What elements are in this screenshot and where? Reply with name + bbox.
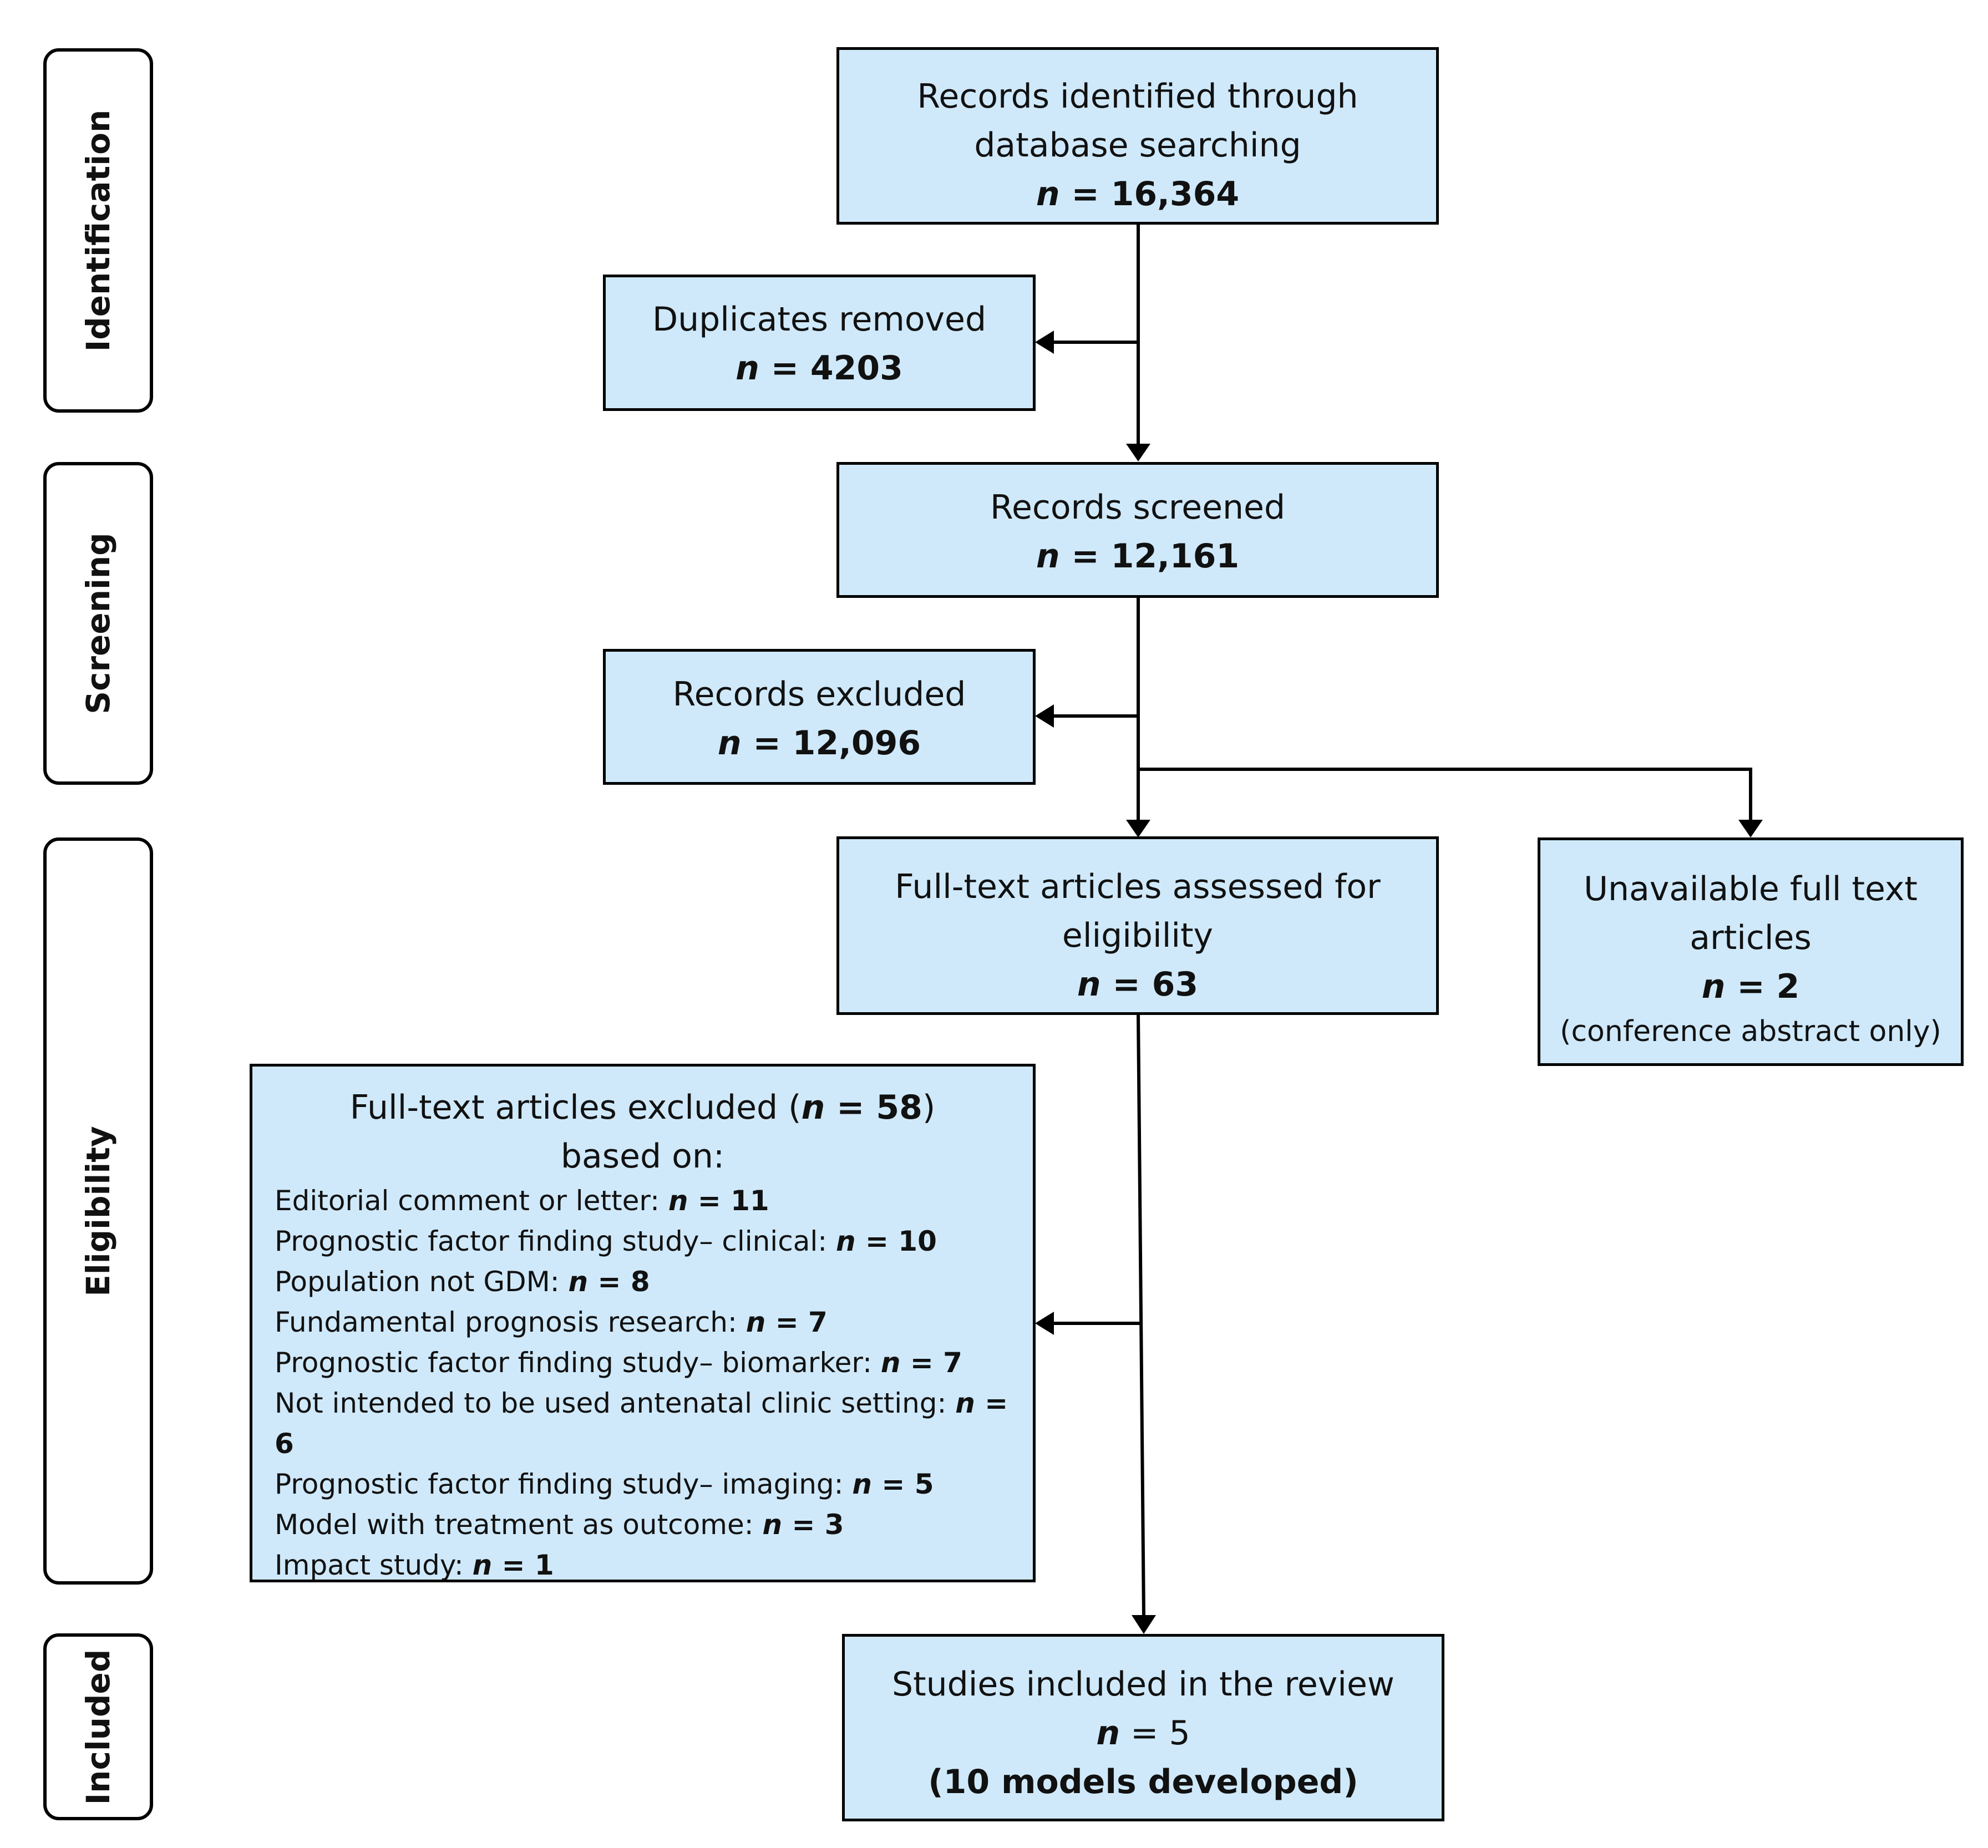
included-note: (10 models developed) [928, 1763, 1358, 1801]
exclusion-reasons-list: Editorial comment or letter: n = 11 Prog… [252, 1181, 1033, 1586]
excluded-count: n = 12,096 [717, 724, 921, 763]
fulltext-excluded-line2: based on: [560, 1137, 725, 1176]
box-studies-included: Studies included in the review n = 5 (10… [842, 1634, 1444, 1821]
box-records-screened: Records screened n = 12,161 [836, 462, 1439, 598]
excluded-line1: Records excluded [672, 675, 966, 714]
reason-item: Impact study: n = 1 [275, 1549, 554, 1581]
box-fulltext-excluded: Full-text articles excluded (n = 58) bas… [250, 1064, 1036, 1582]
included-count: n = 5 [1096, 1714, 1190, 1753]
unavailable-line1: Unavailable full text [1584, 870, 1918, 908]
box-records-excluded: Records excluded n = 12,096 [603, 649, 1036, 785]
duplicates-count: n = 4203 [736, 349, 903, 388]
arrowhead-duplicates [1035, 331, 1054, 354]
reason-item: Population not GDM: n = 8 [275, 1266, 650, 1298]
reason-item: Editorial comment or letter: n = 11 [275, 1185, 769, 1217]
box-unavailable-fulltext: Unavailable full text articles n = 2 (co… [1538, 837, 1964, 1066]
arrow-to-unavailable [1138, 768, 1752, 820]
fulltext-count: n = 63 [1077, 965, 1199, 1004]
reason-item: Prognostic factor finding study– imaging… [275, 1468, 934, 1500]
box-duplicates-removed: Duplicates removed n = 4203 [603, 275, 1036, 411]
arrowhead-fulltext [1126, 820, 1150, 837]
stage-screening: Screening [43, 462, 153, 785]
reason-item: Fundamental prognosis research: n = 7 [275, 1306, 828, 1338]
arrowhead-screened [1126, 444, 1150, 461]
identified-count: n = 16,364 [1036, 175, 1240, 214]
reason-item: Prognostic factor finding study– biomark… [275, 1347, 962, 1379]
stage-included: Included [43, 1633, 153, 1820]
stage-identification: Identification [43, 48, 153, 413]
unavailable-note: (conference abstract only) [1560, 1015, 1941, 1048]
reason-item: Model with treatment as outcome: n = 3 [275, 1509, 844, 1541]
box-fulltext-assessed: Full-text articles assessed for eligibil… [836, 836, 1439, 1015]
arrowhead-included [1132, 1615, 1156, 1634]
unavailable-line2: articles [1690, 918, 1812, 957]
identified-line1: Records identified through [917, 77, 1358, 116]
arrow-fulltext-to-included [1137, 1013, 1145, 1617]
arrowhead-fulltext-excluded [1035, 1312, 1054, 1335]
arrowhead-excluded [1035, 704, 1054, 728]
stage-eligibility: Eligibility [43, 837, 153, 1585]
unavailable-count: n = 2 [1701, 967, 1800, 1006]
fulltext-line2: eligibility [1062, 916, 1214, 955]
box-records-identified: Records identified through database sear… [836, 47, 1439, 225]
reason-item: Prognostic factor finding study– clinica… [275, 1225, 937, 1257]
included-line1: Studies included in the review [892, 1665, 1394, 1704]
identified-line2: database searching [974, 126, 1301, 165]
screened-line1: Records screened [990, 488, 1286, 527]
fulltext-excluded-title: Full-text articles excluded (n = 58) [349, 1088, 936, 1127]
fulltext-line1: Full-text articles assessed for [895, 867, 1381, 906]
duplicates-line1: Duplicates removed [652, 300, 987, 339]
arrowhead-unavailable [1738, 820, 1763, 837]
reason-item: Not intended to be used antenatal clinic… [275, 1387, 1008, 1460]
screened-count: n = 12,161 [1036, 537, 1240, 576]
